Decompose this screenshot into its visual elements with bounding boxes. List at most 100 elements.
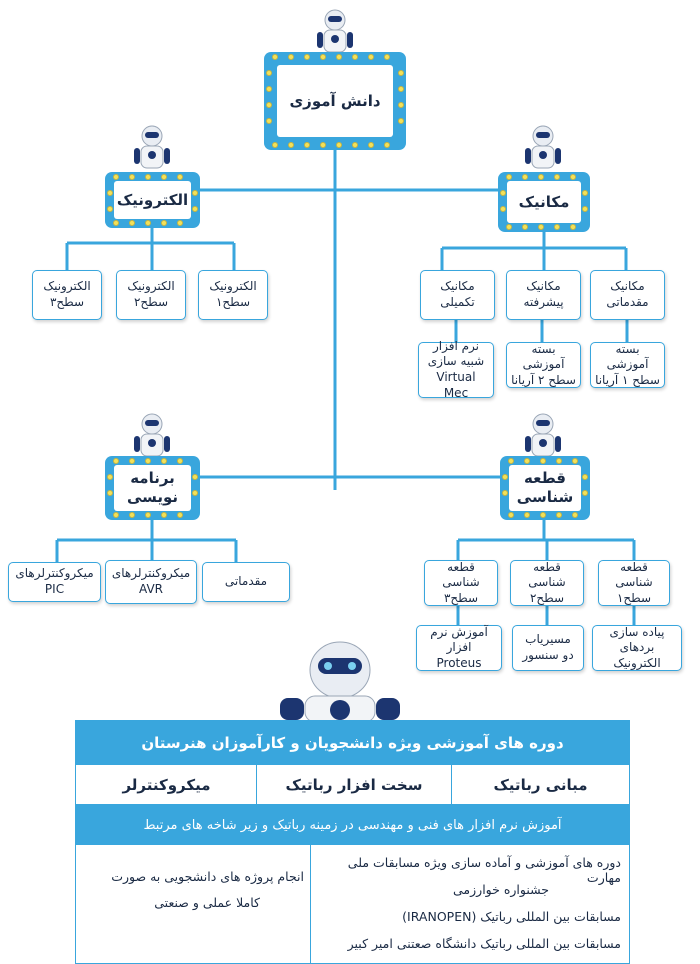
programming-intro: مقدماتی: [202, 562, 290, 602]
bulb-decoration: [384, 54, 390, 60]
bulb-decoration: [572, 458, 578, 464]
bulb-decoration: [266, 70, 272, 76]
bulb-decoration: [113, 458, 119, 464]
mechanics-intro: مکانیک مقدماتی: [590, 270, 665, 320]
bulb-decoration: [113, 220, 119, 226]
bulb-decoration: [304, 54, 310, 60]
bulb-decoration: [582, 490, 588, 496]
bulb-decoration: [161, 220, 167, 226]
bulb-decoration: [352, 54, 358, 60]
bulb-decoration: [582, 474, 588, 480]
bulb-decoration: [304, 142, 310, 148]
bulb-decoration: [524, 458, 530, 464]
bulb-decoration: [540, 512, 546, 518]
mechanics-package-1: بسته آموزشی سطح ۱ آریانا: [590, 342, 665, 388]
bulb-decoration: [582, 190, 588, 196]
bulb-decoration: [288, 54, 294, 60]
bulb-decoration: [538, 174, 544, 180]
root-node: دانش آموزی: [264, 52, 406, 150]
detail-line: کاملا عملی و صنعتی: [154, 895, 260, 910]
robot-icon: [525, 125, 561, 169]
bulb-decoration: [320, 142, 326, 148]
bulb-decoration: [145, 220, 151, 226]
bulb-decoration: [272, 54, 278, 60]
bulb-decoration: [554, 174, 560, 180]
detail-line: دوره های آموزشی و آماده سازی ویژه مسابقا…: [347, 855, 621, 885]
details-right: دوره های آموزشی و آماده سازی ویژه مسابقا…: [310, 845, 629, 963]
courses-table: دوره های آموزشی ویژه دانشجویان و کارآموز…: [75, 720, 630, 964]
bulb-decoration: [398, 86, 404, 92]
bulb-decoration: [556, 458, 562, 464]
bulb-decoration: [398, 118, 404, 124]
bulb-decoration: [554, 224, 560, 230]
details-left: انجام پروژه های دانشجویی به صورت کاملا ع…: [76, 845, 310, 963]
bulb-decoration: [145, 174, 151, 180]
bulb-decoration: [570, 224, 576, 230]
bulb-decoration: [398, 102, 404, 108]
bulb-decoration: [522, 224, 528, 230]
root-node-label: دانش آموزی: [277, 65, 393, 137]
bulb-decoration: [336, 54, 342, 60]
bulb-decoration: [272, 142, 278, 148]
bulb-decoration: [161, 512, 167, 518]
bulb-decoration: [177, 458, 183, 464]
electronics-node: الکترونیک: [105, 172, 200, 228]
robot-icon: [134, 125, 170, 169]
mechanics-node: مکانیک: [498, 172, 590, 232]
mechanics-simulation: نرم افزار شبیه سازی Virtual Mec: [418, 339, 494, 400]
electronics-node-label: الکترونیک: [114, 181, 191, 219]
bulb-decoration: [500, 206, 506, 212]
bulb-decoration: [161, 174, 167, 180]
parts-boards: پیاده سازی بردهای الکترونیک: [592, 625, 682, 671]
bulb-decoration: [192, 490, 198, 496]
bulb-decoration: [506, 224, 512, 230]
electronics-level-3: الکترونیک سطح۳: [32, 270, 102, 320]
detail-line: مسابقات بین المللی رباتیک دانشگاه صعتنی …: [347, 936, 621, 951]
bulb-decoration: [522, 174, 528, 180]
bulb-decoration: [192, 474, 198, 480]
bulb-decoration: [129, 220, 135, 226]
bulb-decoration: [107, 206, 113, 212]
bulb-decoration: [192, 206, 198, 212]
robot-icon: [280, 641, 400, 722]
programming-avr: میکروکنترلرهای AVR: [105, 560, 197, 604]
bulb-decoration: [177, 174, 183, 180]
mechanics-advanced: مکانیک پیشرفته: [506, 270, 581, 320]
bulb-decoration: [288, 142, 294, 148]
detail-line: انجام پروژه های دانشجویی به صورت: [111, 869, 304, 884]
robot-icon: [317, 9, 353, 53]
table-subtitle: آموزش نرم افزار های فنی و مهندسی در زمین…: [76, 805, 629, 845]
table-columns: مبانی رباتیک سخت افزار رباتیک میکروکنترل…: [76, 765, 629, 805]
programming-node: برنامه نویسی: [105, 456, 200, 520]
bulb-decoration: [266, 118, 272, 124]
bulb-decoration: [368, 54, 374, 60]
robot-icon: [134, 413, 170, 457]
bulb-decoration: [266, 102, 272, 108]
programming-node-label: برنامه نویسی: [114, 465, 191, 511]
column-robotics-hardware: سخت افزار رباتیک: [256, 765, 451, 804]
bulb-decoration: [129, 512, 135, 518]
electronics-level-1: الکترونیک سطح۱: [198, 270, 268, 320]
table-title: دوره های آموزشی ویژه دانشجویان و کارآموز…: [76, 721, 629, 765]
bulb-decoration: [506, 174, 512, 180]
bulb-decoration: [107, 490, 113, 496]
bulb-decoration: [508, 512, 514, 518]
parts-level-2: قطعه شناسی سطح۲: [510, 560, 584, 606]
mechanics-node-label: مکانیک: [507, 181, 581, 223]
bulb-decoration: [145, 458, 151, 464]
bulb-decoration: [113, 512, 119, 518]
bulb-decoration: [384, 142, 390, 148]
bulb-decoration: [524, 512, 530, 518]
bulb-decoration: [572, 512, 578, 518]
bulb-decoration: [502, 474, 508, 480]
bulb-decoration: [582, 206, 588, 212]
programming-pic: میکروکنترلرهای PIC: [8, 562, 101, 602]
bulb-decoration: [398, 70, 404, 76]
electronics-level-2: الکترونیک سطح۲: [116, 270, 186, 320]
bulb-decoration: [266, 86, 272, 92]
parts-node: قطعه شناسی: [500, 456, 590, 520]
column-microcontroller: میکروکنترلر: [122, 775, 211, 794]
parts-node-label: قطعه شناسی: [509, 465, 581, 511]
parts-line-follower: مسیریاب دو سنسور: [512, 625, 584, 671]
